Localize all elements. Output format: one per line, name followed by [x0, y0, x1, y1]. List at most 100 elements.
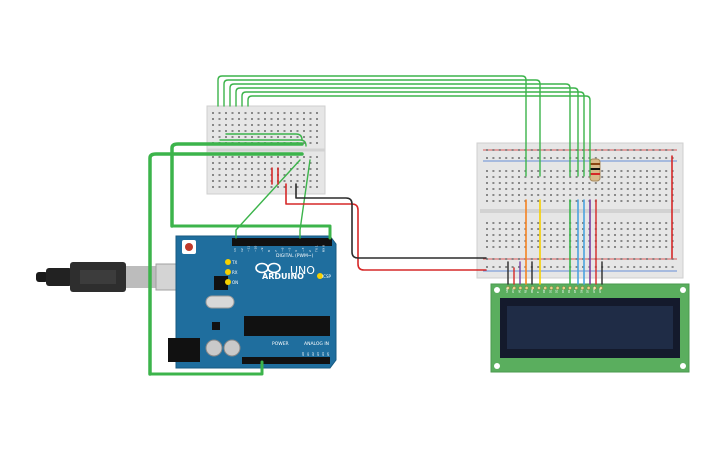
breadboard-hole[interactable]	[316, 180, 318, 182]
breadboard-hole[interactable]	[652, 182, 655, 184]
breadboard-hole[interactable]	[639, 170, 642, 172]
breadboard-hole[interactable]	[316, 156, 318, 158]
breadboard-hole[interactable]	[665, 228, 668, 230]
breadboard-hole[interactable]	[614, 194, 616, 196]
breadboard-hole[interactable]	[498, 194, 501, 196]
breadboard-hole[interactable]	[231, 118, 234, 120]
breadboard-hole[interactable]	[582, 176, 584, 178]
breadboard-hole[interactable]	[309, 180, 312, 182]
breadboard-hole[interactable]	[582, 149, 584, 151]
breadboard-hole[interactable]	[257, 162, 260, 164]
wire-green-loop-outer[interactable]	[148, 152, 304, 376]
breadboard-hole[interactable]	[524, 176, 527, 178]
breadboard-hole[interactable]	[212, 112, 214, 114]
breadboard-hole[interactable]	[498, 222, 501, 224]
breadboard-hole[interactable]	[264, 112, 266, 114]
breadboard-hole[interactable]	[518, 157, 520, 159]
breadboard-hole[interactable]	[225, 156, 227, 158]
breadboard-hole[interactable]	[537, 188, 540, 190]
breadboard-hole[interactable]	[225, 118, 227, 120]
breadboard-hole[interactable]	[601, 222, 604, 224]
breadboard-hole[interactable]	[505, 170, 508, 172]
breadboard-hole[interactable]	[658, 157, 661, 159]
breadboard-hole[interactable]	[277, 136, 279, 138]
breadboard-hole[interactable]	[665, 234, 668, 236]
breadboard-hole[interactable]	[251, 162, 253, 164]
breadboard-hole[interactable]	[646, 246, 648, 248]
breadboard-hole[interactable]	[505, 234, 508, 236]
breadboard-hole[interactable]	[212, 186, 214, 188]
breadboard-hole[interactable]	[607, 176, 610, 178]
breadboard-hole[interactable]	[251, 136, 253, 138]
breadboard-hole[interactable]	[225, 136, 227, 138]
breadboard-hole[interactable]	[601, 194, 604, 196]
breadboard-hole[interactable]	[257, 136, 260, 138]
breadboard-hole[interactable]	[277, 124, 279, 126]
breadboard-hole[interactable]	[671, 266, 674, 268]
breadboard-hole[interactable]	[646, 149, 648, 151]
breadboard-hole[interactable]	[511, 149, 514, 151]
breadboard-hole[interactable]	[607, 194, 610, 196]
breadboard-hole[interactable]	[620, 176, 623, 178]
breadboard-hole[interactable]	[505, 149, 508, 151]
breadboard-hole[interactable]	[511, 188, 514, 190]
breadboard-hole[interactable]	[492, 170, 495, 172]
breadboard-hole[interactable]	[646, 234, 648, 236]
breadboard-hole[interactable]	[569, 188, 572, 190]
breadboard-hole[interactable]	[607, 258, 610, 260]
breadboard-hole[interactable]	[665, 222, 668, 224]
breadboard-hole[interactable]	[518, 258, 520, 260]
breadboard-hole[interactable]	[652, 170, 655, 172]
breadboard-hole[interactable]	[633, 200, 636, 202]
breadboard-hole[interactable]	[556, 149, 559, 151]
breadboard-hole[interactable]	[575, 194, 578, 196]
breadboard-hole[interactable]	[283, 186, 286, 188]
breadboard-hole[interactable]	[665, 188, 668, 190]
breadboard-hole[interactable]	[238, 162, 240, 164]
breadboard-hole[interactable]	[652, 149, 655, 151]
lcd-pin[interactable]	[562, 286, 566, 290]
breadboard-hole[interactable]	[511, 258, 514, 260]
breadboard-hole[interactable]	[658, 176, 661, 178]
breadboard-hole[interactable]	[620, 194, 623, 196]
breadboard-hole[interactable]	[296, 112, 299, 114]
breadboard-hole[interactable]	[498, 149, 501, 151]
breadboard-hole[interactable]	[283, 168, 286, 170]
breadboard-hole[interactable]	[518, 182, 520, 184]
breadboard-hole[interactable]	[244, 124, 247, 126]
breadboard-hole[interactable]	[492, 157, 495, 159]
breadboard-hole[interactable]	[244, 186, 247, 188]
breadboard-hole[interactable]	[550, 266, 552, 268]
mini-breadboard[interactable]	[206, 105, 326, 195]
breadboard-hole[interactable]	[601, 240, 604, 242]
breadboard-hole[interactable]	[601, 246, 604, 248]
breadboard-hole[interactable]	[225, 174, 227, 176]
breadboard-hole[interactable]	[639, 194, 642, 196]
breadboard-hole[interactable]	[550, 200, 552, 202]
breadboard-hole[interactable]	[212, 124, 214, 126]
wire-green-bottom-loop[interactable]	[148, 360, 264, 376]
breadboard-hole[interactable]	[582, 170, 584, 172]
breadboard-hole[interactable]	[505, 176, 508, 178]
lcd-pin[interactable]	[568, 286, 572, 290]
breadboard-hole[interactable]	[270, 112, 273, 114]
digital-header[interactable]	[232, 238, 332, 246]
breadboard-hole[interactable]	[633, 258, 636, 260]
breadboard-hole[interactable]	[238, 124, 240, 126]
breadboard-hole[interactable]	[524, 182, 527, 184]
breadboard-hole[interactable]	[511, 246, 514, 248]
breadboard-hole[interactable]	[575, 182, 578, 184]
breadboard-hole[interactable]	[620, 170, 623, 172]
breadboard-hole[interactable]	[665, 240, 668, 242]
breadboard-hole[interactable]	[575, 266, 578, 268]
breadboard-hole[interactable]	[225, 168, 227, 170]
breadboard-hole[interactable]	[309, 168, 312, 170]
breadboard-hole[interactable]	[238, 180, 240, 182]
breadboard-hole[interactable]	[218, 136, 221, 138]
breadboard-hole[interactable]	[652, 234, 655, 236]
breadboard-hole[interactable]	[524, 194, 527, 196]
wire-green-top-3[interactable]	[229, 83, 571, 177]
breadboard-hole[interactable]	[270, 162, 273, 164]
breadboard-hole[interactable]	[212, 136, 214, 138]
breadboard-hole[interactable]	[303, 180, 305, 182]
